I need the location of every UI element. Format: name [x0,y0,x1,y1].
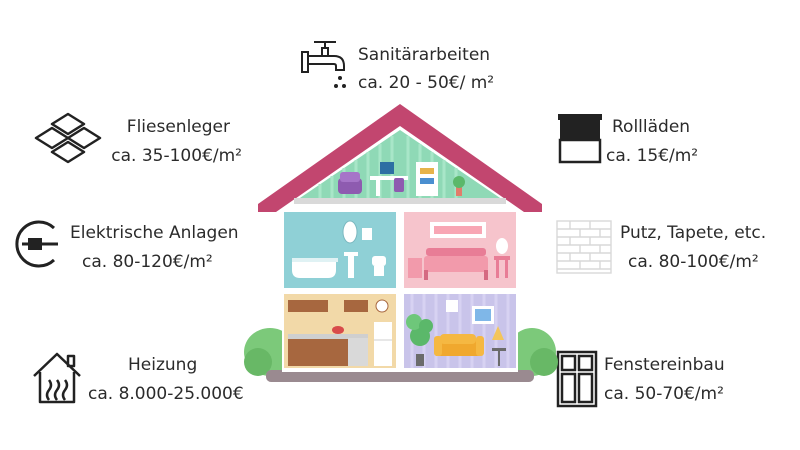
service-price-rolllaeden: ca. 15€/m² [606,146,699,166]
service-price-elektrik: ca. 80-120€/m² [82,252,213,272]
tiles-icon [34,112,102,164]
service-price-fliesen: ca. 35-100€/m² [111,146,242,166]
service-name-fliesen: Fliesenleger [126,117,230,137]
service-price-putz: ca. 80-100€/m² [628,252,759,272]
brick-wall-icon [556,220,612,274]
window-icon [556,350,598,408]
service-name-fenster: Fenstereinbau [604,355,725,375]
house-illustration [244,104,558,382]
service-name-sanitaer: Sanitärarbeiten [358,45,491,65]
bush-right [508,328,558,376]
power-plug-icon [15,220,58,268]
service-price-sanitaer: ca. 20 - 50€/ m² [358,73,495,93]
service-name-elektrik: Elektrische Anlagen [70,223,239,243]
service-price-heizung: ca. 8.000-25.000€ [88,384,244,404]
service-name-heizung: Heizung [128,355,198,375]
heating-house-icon [33,352,81,404]
faucet-icon [301,41,346,88]
service-price-fenster: ca. 50-70€/m² [604,384,724,404]
roof [258,104,542,212]
service-name-putz: Putz, Tapete, etc. [620,223,767,243]
service-name-rolllaeden: Rollläden [612,117,691,137]
roller-shutter-icon [558,114,602,164]
